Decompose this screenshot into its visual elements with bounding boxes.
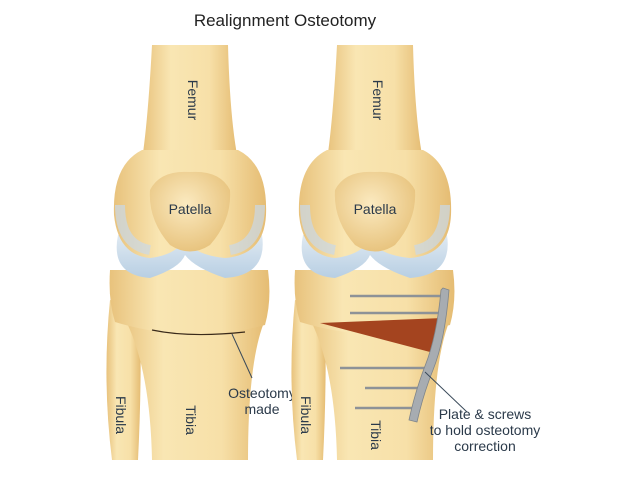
plate-label-line3: correction [454,438,515,454]
left-knee: Femur Patella Fibula Tibia Osteotomy mad… [106,45,296,460]
osteotomy-cut-line [151,329,246,336]
osteotomy-made-label-line1: Osteotomy [228,385,296,401]
fixation-plate [408,287,450,423]
femur-label: Femur [185,80,201,121]
plate-label-line1: Plate & screws [439,406,532,422]
osteotomy-wedge [320,318,443,352]
osteotomy-made-label-line2: made [244,401,279,417]
osteotomy-leader-line [231,333,253,379]
patella-label: Patella [169,201,212,217]
fibula-label: Fibula [113,396,129,434]
diagram-title: Realignment Osteotomy [194,11,377,30]
patella-label: Patella [354,201,397,217]
tibia-label: Tibia [183,405,199,435]
femur-label: Femur [370,80,386,121]
tibia-label: Tibia [368,420,384,450]
fibula-label: Fibula [298,396,314,434]
plate-label-line2: to hold osteotomy [430,422,541,438]
plate-leader-line [424,371,468,413]
screws [340,294,445,410]
right-knee: Femur Patella Fibula Tibia Plate & screw… [291,45,540,460]
